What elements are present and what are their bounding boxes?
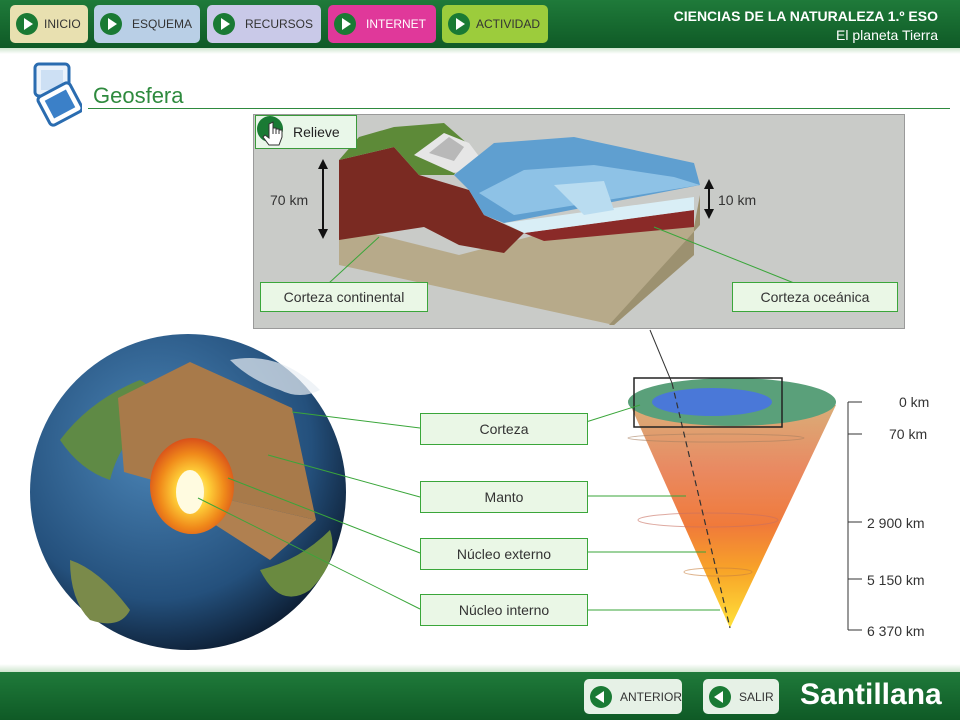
play-icon xyxy=(448,13,470,35)
nav-actividad-button[interactable]: ACTIVIDAD xyxy=(442,5,548,43)
play-icon xyxy=(100,13,122,35)
depth-5150: 5 150 km xyxy=(867,572,925,588)
depth-2900: 2 900 km xyxy=(867,515,925,531)
top-bar-stripe xyxy=(0,48,960,54)
relieve-button[interactable]: Relieve xyxy=(255,115,357,149)
back-arrow-icon xyxy=(590,685,612,708)
play-icon xyxy=(16,13,38,35)
nav-esquema-button[interactable]: ESQUEMA xyxy=(94,5,200,43)
nav-inicio-button[interactable]: INICIO xyxy=(10,5,88,43)
relieve-label: Relieve xyxy=(293,124,340,140)
slides-icon xyxy=(33,62,82,127)
label-manto: Manto xyxy=(420,481,588,513)
course-title: CIENCIAS DE LA NATURALEZA 1.º ESO xyxy=(673,8,938,24)
back-arrow-icon xyxy=(709,685,731,708)
label-corteza-oceanica: Corteza oceánica xyxy=(732,282,898,312)
play-icon xyxy=(334,13,356,35)
nav-internet-button[interactable]: INTERNET xyxy=(328,5,436,43)
play-icon xyxy=(213,13,235,35)
depth-0: 0 km xyxy=(899,394,930,410)
depth-6370: 6 370 km xyxy=(867,623,925,639)
nav-recursos-button[interactable]: RECURSOS xyxy=(207,5,321,43)
label-corteza: Corteza xyxy=(420,413,588,445)
label-corteza-continental: Corteza continental xyxy=(260,282,428,312)
thickness-oceanic: 10 km xyxy=(718,192,757,208)
salir-button[interactable]: SALIR xyxy=(703,679,779,714)
label-nucleo-externo: Núcleo externo xyxy=(420,538,588,570)
anterior-button[interactable]: ANTERIOR xyxy=(584,679,682,714)
bottom-bar-stripe xyxy=(0,664,960,672)
bottom-bar xyxy=(0,672,960,720)
thickness-continental: 70 km xyxy=(270,192,309,208)
hand-pointer-icon xyxy=(257,116,283,146)
title-divider xyxy=(88,108,950,109)
brand-logo: Santillana xyxy=(800,678,942,711)
label-nucleo-interno: Núcleo interno xyxy=(420,594,588,626)
unit-title: El planeta Tierra xyxy=(836,27,938,43)
page-title: Geosfera xyxy=(93,83,184,108)
depth-70: 70 km xyxy=(889,426,928,442)
